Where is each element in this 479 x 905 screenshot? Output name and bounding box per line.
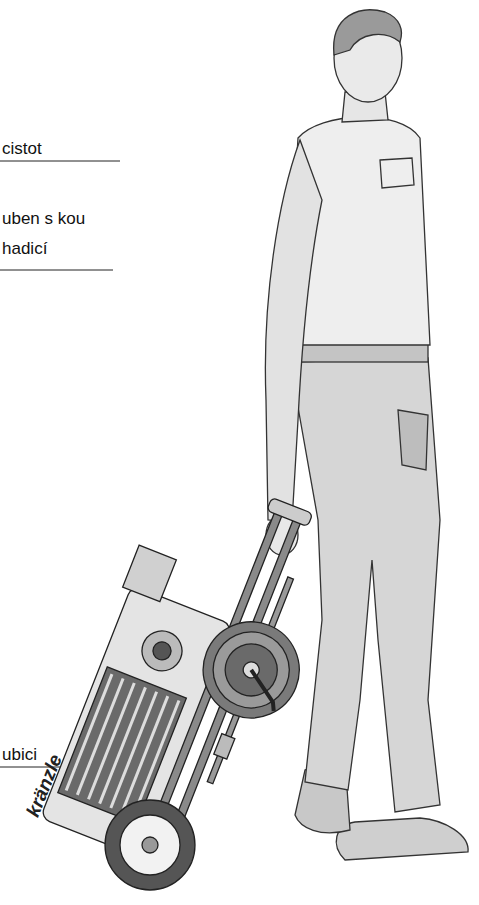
wheel — [105, 800, 195, 890]
pressure-washer — [33, 459, 358, 888]
part-label: uben s kou hadicí — [2, 204, 112, 264]
part-label: cistot — [2, 138, 42, 159]
man-figure — [265, 10, 468, 860]
part-label: ubici — [2, 744, 37, 765]
